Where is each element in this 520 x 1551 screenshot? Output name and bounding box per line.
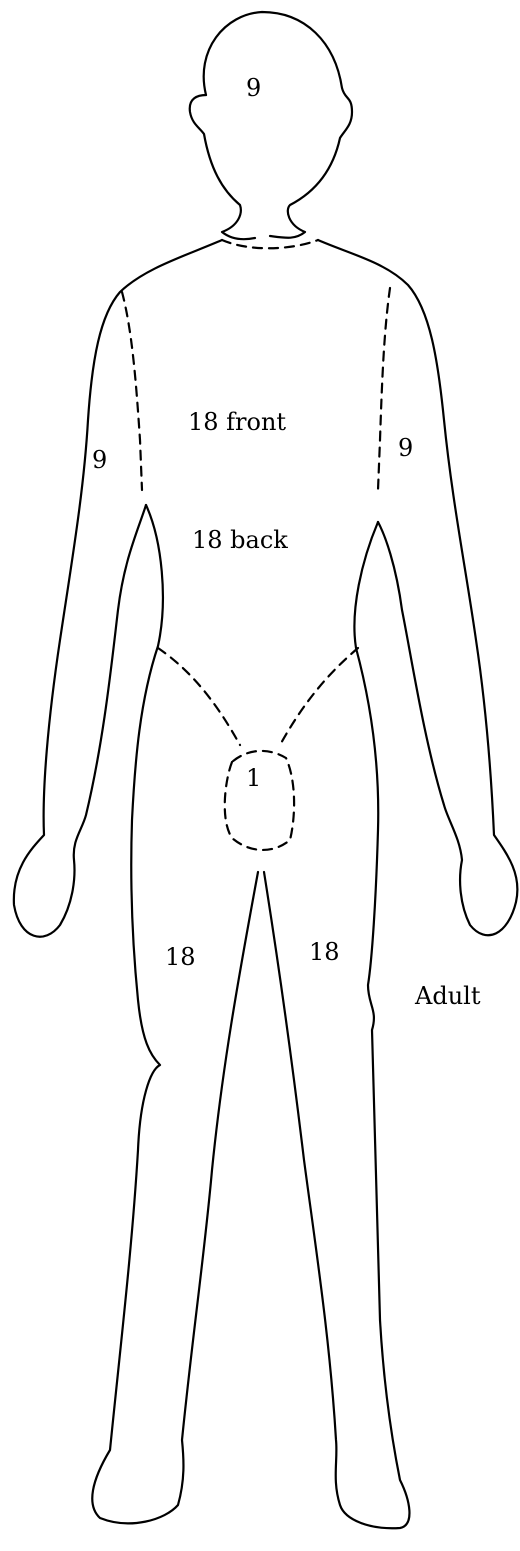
left-arm-inner [92,505,258,1523]
perineum-label: 1 [246,764,261,792]
right-arm-inner [264,522,409,1528]
neck-boundary [222,240,318,248]
right-side-outline [318,240,517,935]
left-leg-label: 18 [309,938,340,966]
left-side-outline [14,240,222,937]
left-shoulder-boundary [122,292,142,490]
right-leg-label: 18 [165,943,196,971]
right-arm-label: 9 [92,446,107,474]
head-label: 9 [246,74,261,102]
left-arm-label: 9 [398,434,413,462]
left-groin-boundary [158,648,240,745]
head-outline [204,12,352,238]
head-outline-left [190,95,255,239]
right-groin-boundary [280,648,358,745]
trunk-front-label: 18 front [188,408,286,436]
figure-caption: Adult [414,982,481,1010]
right-shoulder-boundary [378,288,390,490]
trunk-back-label: 18 back [192,526,288,554]
